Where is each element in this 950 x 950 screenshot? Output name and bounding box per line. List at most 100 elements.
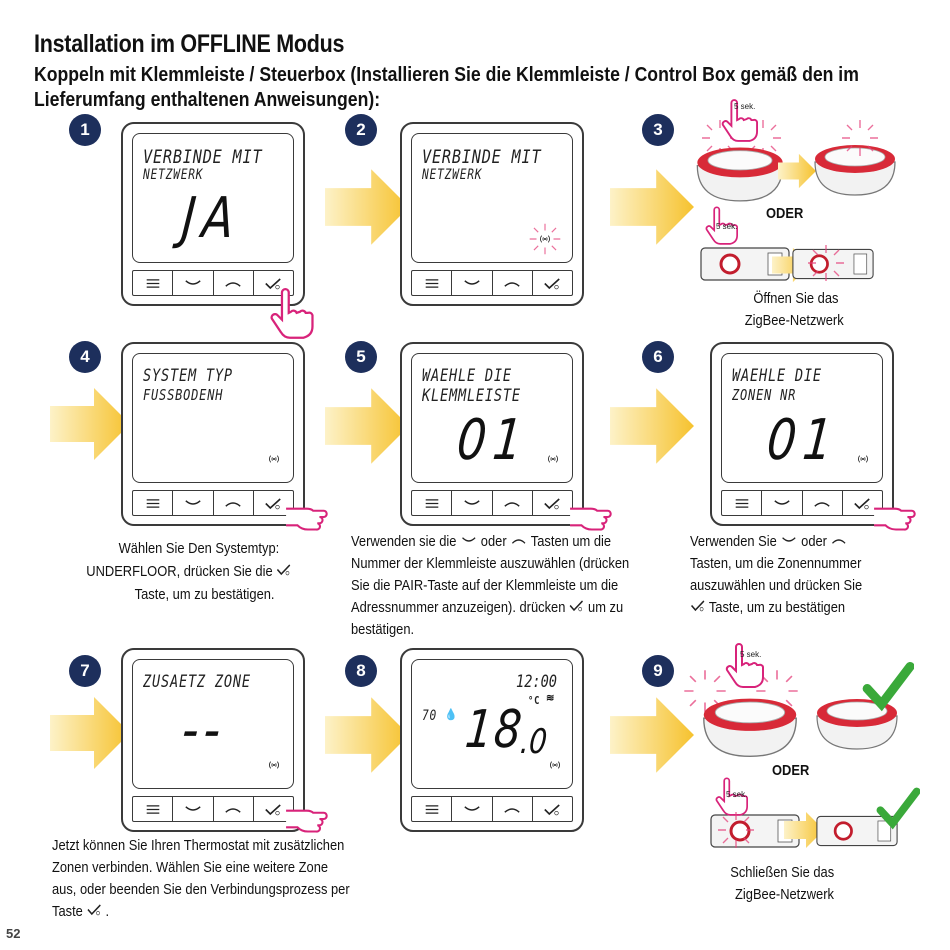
- check-icon: [690, 599, 705, 612]
- up-button[interactable]: [214, 491, 254, 515]
- step-5-caption-a: Verwenden sie die: [351, 533, 457, 550]
- lcd-big-value: --: [179, 698, 228, 763]
- up-button[interactable]: [493, 491, 533, 515]
- menu-button[interactable]: [412, 271, 453, 295]
- lcd-line-2: NETZWERK: [143, 167, 204, 183]
- step-6-caption-a: Verwenden Sie: [690, 533, 777, 550]
- step-5-caption-5: bestätigen.: [351, 621, 415, 638]
- signal-icon: [267, 760, 281, 770]
- chevron-up-icon: [503, 804, 521, 815]
- step-6-caption-4-text: Taste, um zu bestätigen: [708, 599, 846, 616]
- lcd-big-value: 01: [454, 408, 532, 473]
- step-3-badge: 3: [642, 114, 674, 146]
- page-number: 52: [6, 926, 21, 941]
- down-button[interactable]: [173, 797, 214, 821]
- lcd-line-1: WAEHLE DIE: [732, 366, 822, 386]
- check-icon: [543, 497, 561, 510]
- arrow-right-icon: [610, 384, 694, 468]
- up-button[interactable]: [493, 797, 533, 821]
- button-row: [132, 270, 294, 296]
- confirm-button[interactable]: [533, 271, 572, 295]
- down-button[interactable]: [173, 491, 214, 515]
- up-button[interactable]: [214, 797, 254, 821]
- page-title: Installation im OFFLINE Modus: [34, 30, 345, 58]
- confirm-button[interactable]: [533, 491, 572, 515]
- chevron-down-icon: [184, 278, 202, 289]
- menu-button[interactable]: [412, 491, 453, 515]
- timer-label: 5 sek.: [716, 222, 738, 231]
- menu-icon: [423, 278, 441, 289]
- thermostat-step-7: ZUSAETZ ZONE --: [121, 648, 305, 832]
- step-7-caption-4-text: Taste: [52, 903, 83, 920]
- lcd-big-value: 01: [764, 408, 842, 473]
- down-button[interactable]: [452, 271, 493, 295]
- button-row: [411, 490, 573, 516]
- up-button[interactable]: [803, 491, 843, 515]
- step-9-caption-2: ZigBee-Netzwerk: [735, 886, 834, 903]
- blink-burst-icon: [806, 243, 846, 283]
- chevron-down-icon: [184, 804, 202, 815]
- lcd-humidity: 70: [422, 708, 438, 724]
- coordinator-puck-icon: [698, 688, 802, 760]
- lcd-big-value: JA: [179, 186, 244, 251]
- button-row: [132, 796, 294, 822]
- chevron-up-icon: [224, 278, 242, 289]
- timer-label: 5 sek.: [734, 102, 756, 111]
- menu-icon: [423, 804, 441, 815]
- signal-icon: [267, 454, 281, 464]
- check-icon: [569, 599, 584, 612]
- chevron-up-icon: [503, 498, 521, 509]
- thermostat-step-4: SYSTEM TYP FUSSBODENH: [121, 342, 305, 526]
- down-button[interactable]: [452, 797, 493, 821]
- thermostat-step-8: 12:00 70 💧 °C ≋ 18 .0: [400, 648, 584, 832]
- step-2-badge: 2: [345, 114, 377, 146]
- menu-icon: [423, 498, 441, 509]
- menu-button[interactable]: [133, 491, 174, 515]
- chevron-down-icon: [773, 498, 791, 509]
- step-6-badge: 6: [642, 341, 674, 373]
- lcd-line-2: KLEMMLEISTE: [422, 386, 521, 406]
- thermostat-step-6: WAEHLE DIE ZONEN NR 01: [710, 342, 894, 526]
- step-4-caption-2: UNDERFLOOR, drücken Sie die: [60, 561, 318, 583]
- hand-pointer-icon: [268, 288, 314, 340]
- menu-button[interactable]: [722, 491, 763, 515]
- lcd-line-1: WAEHLE DIE: [422, 366, 512, 386]
- check-icon: [543, 277, 561, 290]
- step-1-badge: 1: [69, 114, 101, 146]
- step-6-caption-3: auszuwählen und drücken Sie: [690, 577, 863, 594]
- menu-button[interactable]: [133, 271, 174, 295]
- menu-icon: [144, 278, 162, 289]
- menu-button[interactable]: [133, 797, 174, 821]
- step-5-caption-4a: Adressnummer anzuzeigen). drücken: [351, 599, 566, 616]
- lcd-screen: SYSTEM TYP FUSSBODENH: [132, 353, 294, 483]
- lcd-temperature: 18: [462, 700, 526, 760]
- menu-button[interactable]: [412, 797, 453, 821]
- step-3-caption-1: Öffnen Sie das: [753, 290, 839, 307]
- arrow-right-icon: [50, 384, 130, 464]
- down-button[interactable]: [173, 271, 214, 295]
- signal-icon: [548, 760, 562, 770]
- arrow-right-icon: [325, 693, 409, 777]
- chevron-down-icon: [460, 535, 477, 546]
- down-button[interactable]: [452, 491, 493, 515]
- step-5-caption-1: Verwenden sie die oder Tasten um die: [351, 531, 657, 553]
- thermostat-step-2: VERBINDE MIT NETZWERK: [400, 122, 584, 306]
- blink-burst-icon: [840, 118, 880, 158]
- humidity-drop-icon: 💧: [444, 709, 458, 721]
- step-4-caption-3: Taste, um zu bestätigen.: [134, 586, 275, 603]
- lcd-line-1: SYSTEM TYP: [143, 366, 233, 386]
- or-label: ODER: [772, 762, 810, 779]
- step-5-caption-4b: um zu: [588, 599, 624, 616]
- step-6-caption-1: Verwenden Sie oder: [690, 531, 931, 553]
- chevron-down-icon: [463, 804, 481, 815]
- confirm-button[interactable]: [533, 797, 572, 821]
- hand-pointer-icon: [724, 640, 764, 692]
- chevron-up-icon: [224, 804, 242, 815]
- lcd-temperature-decimal: .0: [518, 722, 549, 762]
- down-button[interactable]: [762, 491, 803, 515]
- up-button[interactable]: [214, 271, 254, 295]
- up-button[interactable]: [493, 271, 533, 295]
- arrow-right-icon: [610, 165, 694, 249]
- button-row: [132, 490, 294, 516]
- chevron-down-icon: [780, 535, 797, 546]
